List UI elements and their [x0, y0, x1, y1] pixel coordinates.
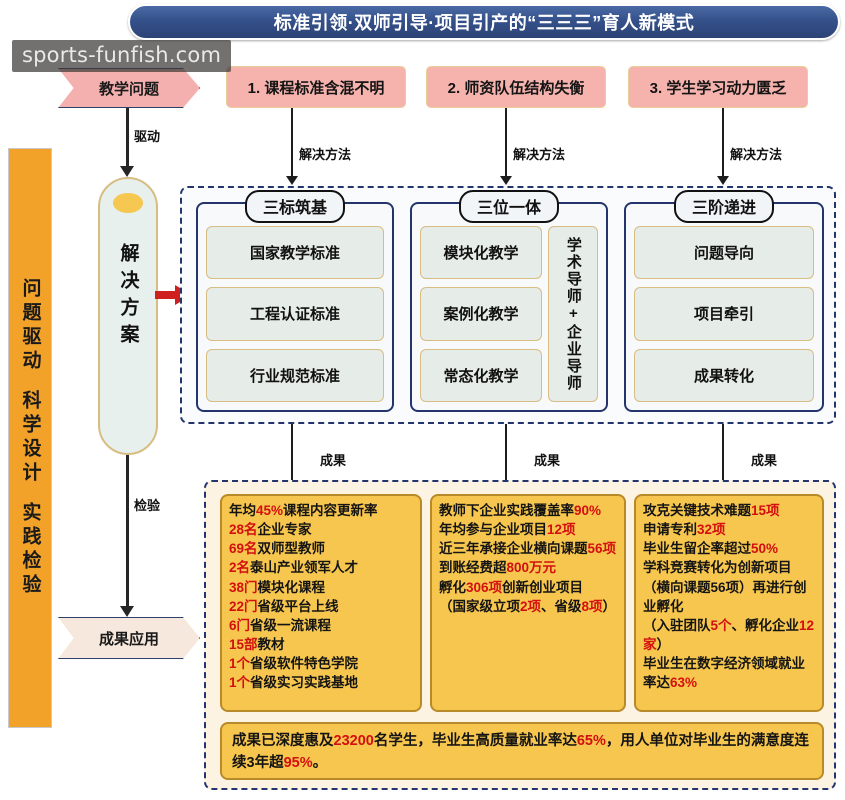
solution-item: 国家教学标准	[206, 226, 384, 280]
method-label-3: 解决方法	[730, 147, 783, 162]
solutions-region: 三标筑基 国家教学标准 工程认证标准 行业规范标准 三位一体 模块化教学 案例化…	[180, 186, 836, 424]
outcome-label-1: 成果	[320, 453, 347, 468]
summary-box: 成果已深度惠及23200名学生，毕业生高质量就业率达65%，用人单位对毕业生的满…	[220, 722, 824, 780]
mentor-column-label: 学术导师+企业导师	[564, 236, 582, 392]
problem-box-3-label: 3. 学生学习动力匮乏	[649, 79, 787, 97]
result-application-chevron: 成果应用	[58, 617, 200, 659]
solution-group-1: 三标筑基 国家教学标准 工程认证标准 行业规范标准	[196, 190, 394, 412]
outcome-label-2: 成果	[534, 453, 561, 468]
verify-label: 检验	[134, 498, 161, 513]
sidebar-segment-2: 实践检验	[19, 502, 41, 598]
method-connector-line-1	[291, 108, 293, 180]
solution-group-1-title: 三标筑基	[244, 190, 346, 223]
solution-group-3: 三阶递进 问题导向 项目牵引 成果转化	[624, 190, 824, 412]
outcome-connector-line-3	[722, 424, 724, 486]
solution-item: 常态化教学	[420, 348, 542, 402]
sidebar-vertical-bar: 问题驱动 科学设计 实践检验	[8, 148, 52, 728]
sidebar-segment-1: 科学设计	[19, 390, 41, 486]
outcome-connector-line-1	[291, 424, 293, 486]
achievement-box-3: 攻克关键技术难题15项申请专利32项毕业生留企率超过50%学科竞赛转化为创新项目…	[634, 494, 824, 712]
solution-item: 模块化教学	[420, 226, 542, 280]
drive-connector-line	[126, 108, 129, 170]
watermark: sports-funfish.com	[12, 40, 232, 72]
solution-pill-label: 解决方案	[117, 243, 139, 351]
achievement-box-2: 教师下企业实践覆盖率90%年均参与企业项目12项近三年承接企业横向课题56项到账…	[430, 494, 626, 712]
problem-box-2-label: 2. 师资队伍结构失衡	[447, 79, 585, 97]
method-connector-arrow-2	[500, 176, 512, 185]
solution-item: 案例化教学	[420, 287, 542, 341]
method-label-2: 解决方法	[513, 147, 566, 162]
outcome-label-3: 成果	[751, 453, 778, 468]
teaching-problem-label: 教学问题	[98, 80, 159, 98]
solution-pill: 解决方案	[98, 177, 158, 455]
method-label-1: 解决方法	[299, 147, 352, 162]
problem-box-3: 3. 学生学习动力匮乏	[628, 66, 808, 108]
solution-group-3-title: 三阶递进	[673, 190, 775, 223]
teaching-problem-chevron: 教学问题	[58, 68, 200, 108]
method-connector-arrow-3	[717, 176, 729, 185]
verify-connector-arrow	[120, 606, 134, 617]
sidebar-segment-0: 问题驱动	[19, 278, 41, 374]
problem-box-2: 2. 师资队伍结构失衡	[426, 66, 606, 108]
method-connector-line-2	[505, 108, 507, 180]
page-title: 标准引领·双师引导·项目引产的“三三三”育人新模式	[273, 13, 695, 33]
solution-item: 成果转化	[634, 348, 814, 402]
outcome-connector-line-2	[505, 424, 507, 486]
result-application-label: 成果应用	[98, 630, 159, 648]
verify-connector-line	[126, 455, 129, 610]
solution-pill-dot-icon	[113, 193, 143, 213]
solution-group-2-title: 三位一体	[458, 190, 560, 223]
solution-item: 项目牵引	[634, 287, 814, 341]
method-connector-line-3	[722, 108, 724, 180]
solution-group-2: 三位一体 模块化教学 案例化教学 常态化教学 学术导师+企业导师	[410, 190, 608, 412]
problem-box-1-label: 1. 课程标准含混不明	[247, 79, 385, 97]
drive-connector-arrow	[120, 166, 134, 177]
mentor-column: 学术导师+企业导师	[548, 226, 598, 402]
solution-item: 行业规范标准	[206, 348, 384, 402]
problem-box-1: 1. 课程标准含混不明	[226, 66, 406, 108]
solution-item: 问题导向	[634, 226, 814, 280]
solution-item: 工程认证标准	[206, 287, 384, 341]
method-connector-arrow-1	[286, 176, 298, 185]
drive-label: 驱动	[134, 129, 161, 144]
diagram-title-banner: 标准引领·双师引导·项目引产的“三三三”育人新模式	[128, 4, 840, 40]
